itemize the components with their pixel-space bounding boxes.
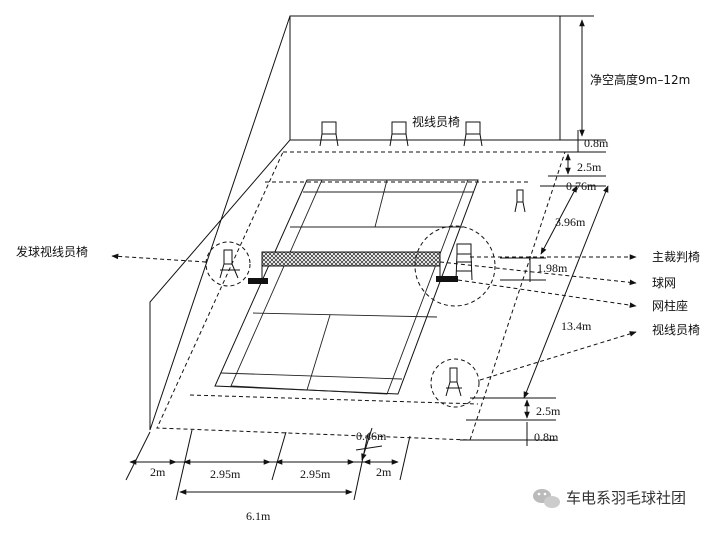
center-line-far — [374, 179, 388, 228]
chair-icon — [389, 121, 409, 147]
side-judge-circle — [430, 358, 480, 408]
right-dimensions: 0.8m 2.5m 0.76m 3.96m 1.98m 13.4m 2.5m 0… — [460, 130, 609, 446]
line-judge-side-label: 视线员椅 — [652, 322, 700, 337]
umpire-chair-icon — [455, 243, 473, 281]
watermark-text: 车电系羽毛球社团 — [566, 489, 686, 507]
net-label: 球网 — [652, 276, 676, 290]
outer-dashed-boundary — [156, 151, 566, 441]
dim-3-96: 3.96m — [555, 215, 586, 229]
post-base-right — [436, 276, 458, 282]
dim-2-95-b: 2.95m — [300, 467, 331, 481]
clear-height-dimension: 净空高度9m–12m — [560, 15, 690, 141]
singles-sideline-inner — [230, 179, 469, 395]
chair-icon — [219, 249, 240, 279]
net-assembly — [248, 251, 458, 284]
clear-height-label: 净空高度9m–12m — [590, 72, 690, 87]
line-judge-chairs-top — [319, 121, 483, 147]
runoff-boundary — [156, 151, 566, 441]
service-judge-label: 发球视线员椅 — [16, 244, 88, 259]
umpire-area — [414, 225, 496, 307]
net — [261, 251, 441, 267]
secondary-dashed-front — [189, 394, 479, 405]
dim-2m-right: 2m — [376, 465, 392, 479]
dim-1-98: 1.98m — [537, 261, 568, 275]
dim-2-5-top: 2.5m — [577, 160, 602, 174]
chair-icon — [463, 121, 483, 147]
service-judge-chair — [205, 241, 251, 287]
short-service-line-near — [252, 312, 438, 318]
dim-0-76: 0.76m — [566, 179, 597, 193]
post-base-left — [248, 278, 268, 284]
court — [214, 179, 479, 395]
venue-walls — [149, 15, 561, 431]
dim-2m-left: 2m — [150, 465, 166, 479]
wechat-icon — [533, 489, 560, 508]
post-base-label: 网柱座 — [652, 298, 688, 313]
chair-icon — [445, 367, 462, 397]
dim-13-4: 13.4m — [561, 319, 592, 333]
court-outline — [214, 179, 479, 395]
left-callout: 发球视线员椅 — [16, 244, 207, 263]
watermark: 车电系羽毛球社团 — [533, 489, 686, 508]
umpire-circle — [414, 225, 496, 307]
center-line-near — [306, 314, 331, 391]
right-callouts: 主裁判椅 球网 网柱座 视线员椅 — [439, 250, 700, 381]
umpire-chair-label: 主裁判椅 — [652, 250, 700, 264]
dim-0-8-top: 0.8m — [584, 136, 609, 150]
left-wall — [149, 15, 291, 431]
chair-icon — [514, 189, 526, 213]
service-judge-circle — [205, 241, 251, 287]
bottom-dimensions: 2m 2.95m 2.95m 2m 6.1m 0.46m — [125, 427, 411, 523]
dim-0-46: 0.46m — [356, 429, 387, 443]
dim-2-5-bottom: 2.5m — [536, 404, 561, 418]
dim-0-8-bottom: 0.8m — [534, 430, 559, 444]
line-judge-top-label: 视线员椅 — [412, 114, 460, 129]
chair-icon — [319, 121, 339, 147]
dim-6-1: 6.1m — [246, 509, 271, 523]
dim-2-95-a: 2.95m — [210, 467, 241, 481]
